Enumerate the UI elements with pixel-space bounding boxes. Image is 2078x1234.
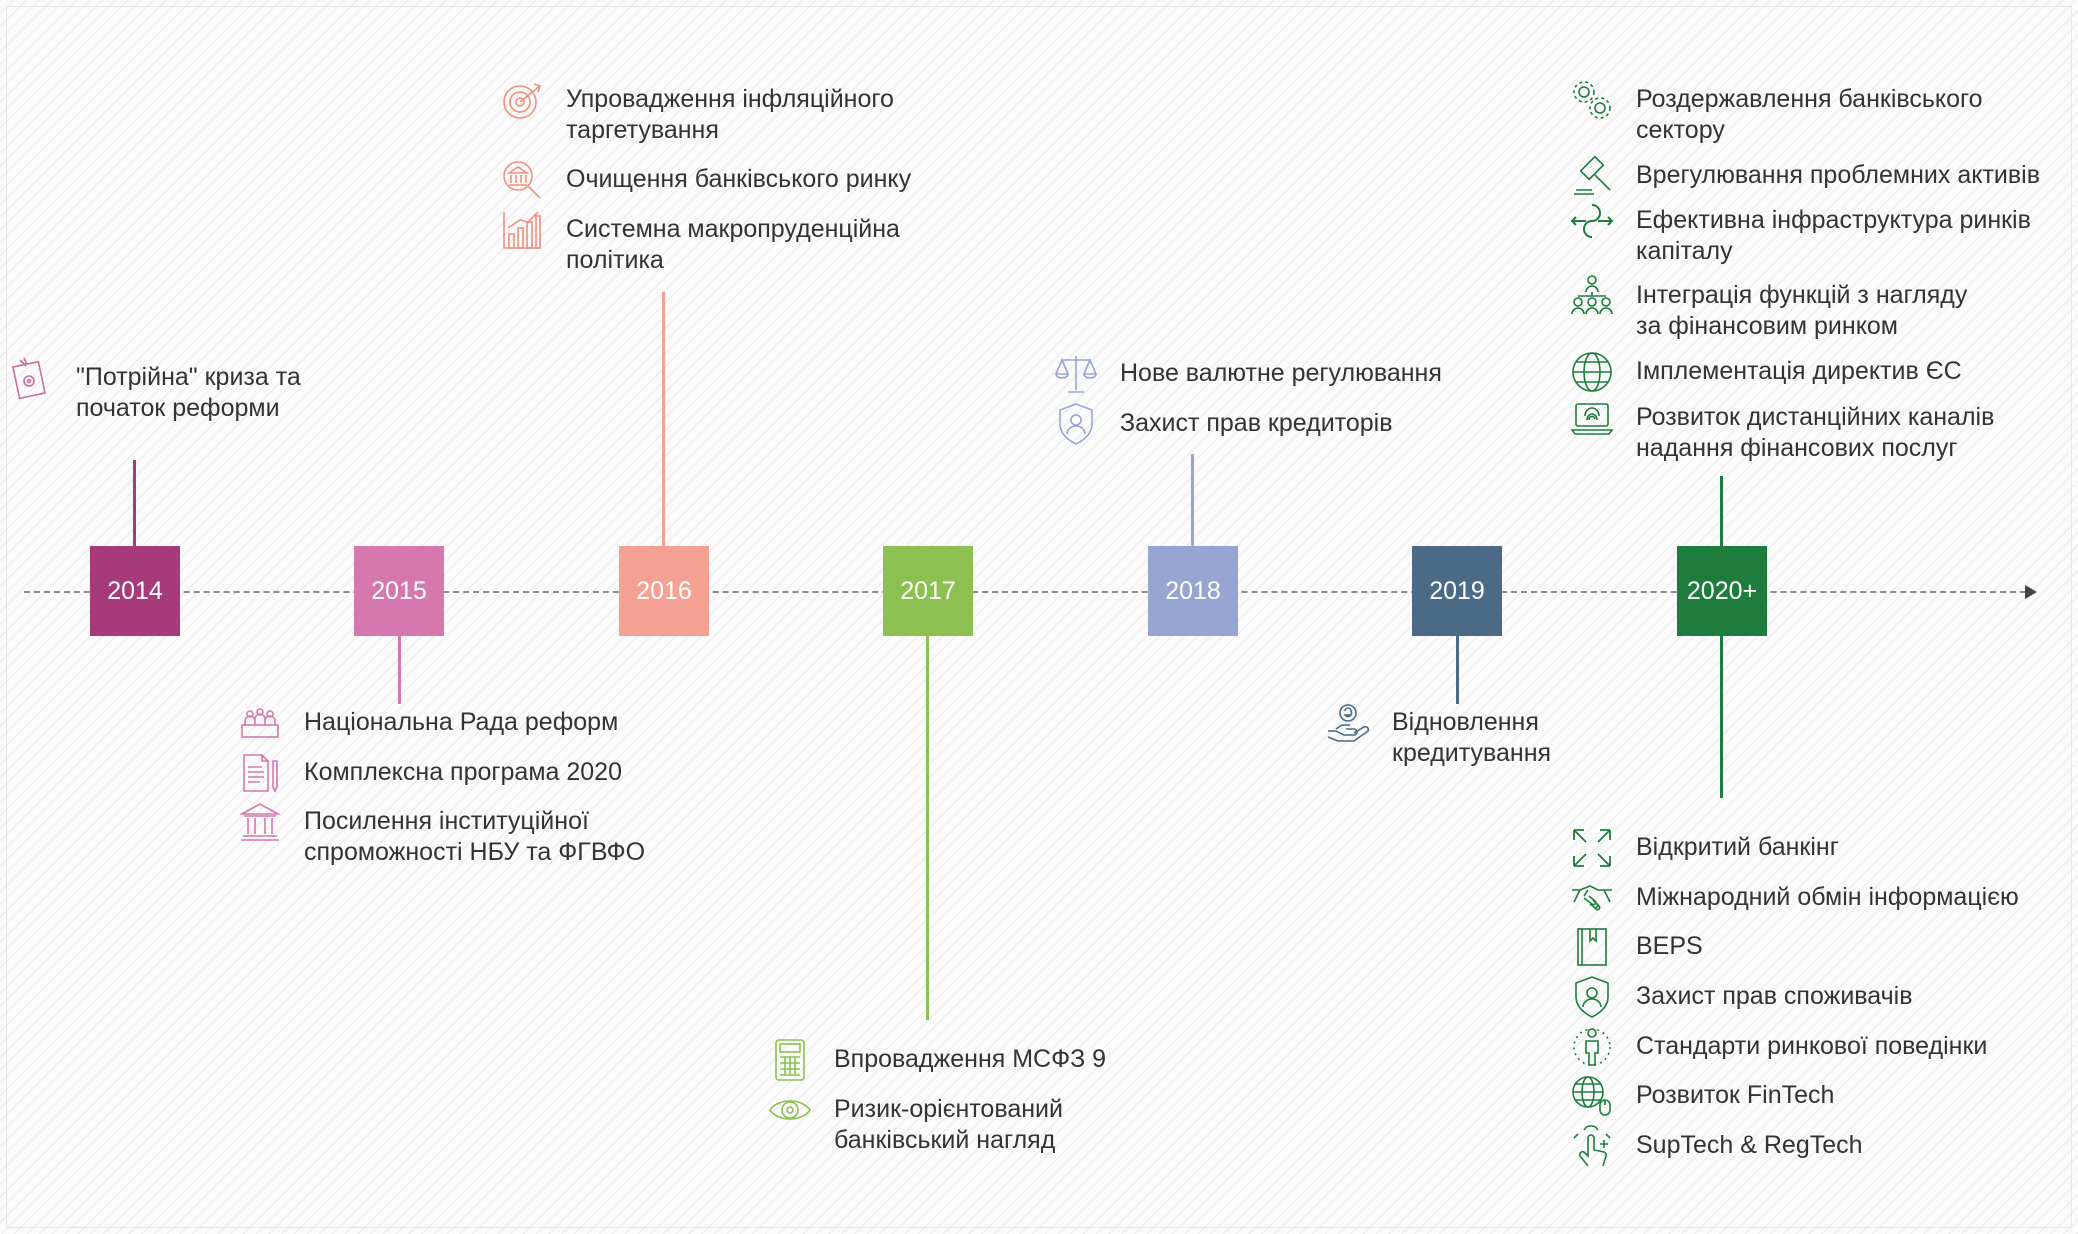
- shield-person-icon: [1054, 402, 1098, 446]
- milestone-2020-fintech: Розвиток FinTech: [1570, 1076, 1835, 1118]
- milestone-label: Відкритий банкінг: [1636, 833, 1839, 861]
- milestone-2016-macroprudential: Системна макропруденційна політика: [500, 211, 900, 276]
- calculator-icon: [768, 1038, 812, 1082]
- bar-chart-icon: [500, 208, 544, 252]
- milestone-label: Імплементація директив ЄС: [1636, 357, 1962, 385]
- year-box-2018: 2018: [1148, 546, 1238, 636]
- timeline-axis: [24, 591, 2026, 593]
- milestone-label: Стандарти ринкової поведінки: [1636, 1032, 1988, 1060]
- globe-icon: [1570, 350, 1614, 394]
- year-box-2020: 2020+: [1677, 546, 1767, 636]
- bank-search-icon: [500, 158, 544, 202]
- milestone-2020-suptech: SupTech & RegTech: [1570, 1125, 1863, 1168]
- milestone-2014-crisis: "Потрійна" криза та початок реформи: [10, 357, 301, 424]
- milestone-2016-cleanup: Очищення банківського ринку: [500, 161, 912, 202]
- stem-2020-bottom: [1720, 634, 1723, 798]
- timeline-arrow-icon: [2025, 585, 2037, 599]
- handshake-icon: [1570, 876, 1614, 920]
- diagram-frame: [6, 6, 2072, 1228]
- milestone-2020-eu-directives: Імплементація директив ЄС: [1570, 352, 1962, 394]
- stem-2017: [926, 634, 929, 1020]
- milestone-2020-beps: BEPS: [1570, 928, 1703, 969]
- stem-2014: [133, 460, 136, 548]
- crisis-document-icon: [10, 356, 54, 400]
- laptop-fingerprint-icon: [1570, 396, 1614, 440]
- gavel-icon: [1570, 154, 1614, 198]
- scales-icon: [1054, 352, 1098, 396]
- milestone-2015-program: Комплексна програма 2020: [238, 754, 622, 795]
- milestone-label: Відновлення кредитування: [1392, 708, 1552, 767]
- stem-2019: [1456, 634, 1459, 704]
- eye-icon: [768, 1088, 812, 1132]
- milestone-label: "Потрійна" криза та початок реформи: [76, 363, 301, 422]
- milestone-label: Ризик-орієнтований банківський нагляд: [834, 1095, 1063, 1154]
- milestone-label: Посилення інституційної спроможності НБУ…: [304, 807, 646, 866]
- milestone-2020-privatization: Роздержавлення банківського сектору: [1570, 81, 1983, 146]
- milestone-label: Упровадження інфляційного таргетування: [566, 85, 894, 144]
- stem-2015: [398, 634, 401, 704]
- milestone-label: Комплексна програма 2020: [304, 758, 622, 786]
- milestone-label: Міжнародний обмін інформацією: [1636, 883, 2019, 911]
- milestone-2018-currency: Нове валютне регулювання: [1054, 356, 1442, 396]
- stem-2018: [1191, 454, 1194, 548]
- milestone-label: Інтеграція функцій з нагляду за фінансов…: [1636, 281, 1968, 340]
- milestone-label: Впровадження МСФЗ 9: [834, 1045, 1107, 1073]
- milestone-label: Роздержавлення банківського сектору: [1636, 85, 1983, 144]
- hand-coin-icon: [1326, 701, 1370, 745]
- milestone-2019-lending: Відновлення кредитування: [1326, 704, 1552, 769]
- shield-person-icon: [1570, 975, 1614, 1019]
- year-box-2016: 2016: [619, 546, 709, 636]
- milestone-label: Очищення банківського ринку: [566, 165, 912, 193]
- milestone-label: Нове валютне регулювання: [1120, 359, 1442, 387]
- year-box-2019: 2019: [1412, 546, 1502, 636]
- stem-2020-top: [1720, 476, 1723, 548]
- milestone-2020-consumer-protection: Захист прав споживачів: [1570, 976, 1913, 1019]
- milestone-label: Системна макропруденційна політика: [566, 215, 900, 274]
- milestone-2017-supervision: Ризик-орієнтований банківський нагляд: [768, 1094, 1063, 1156]
- year-box-2015: 2015: [354, 546, 444, 636]
- milestone-label: Розвиток дистанційних каналів надання фі…: [1636, 403, 1995, 462]
- milestone-2020-infrastructure: Ефективна інфраструктура ринків капіталу: [1570, 204, 2031, 267]
- milestone-2018-creditors: Захист прав кредиторів: [1054, 403, 1393, 446]
- milestone-2020-problem-assets: Врегулювання проблемних активів: [1570, 155, 2040, 198]
- program-document-icon: [238, 751, 282, 795]
- council-icon: [238, 701, 282, 745]
- milestone-label: Захист прав кредиторів: [1120, 409, 1393, 437]
- milestone-label: Врегулювання проблемних активів: [1636, 161, 2040, 189]
- milestone-2015-council: Національна Рада реформ: [238, 707, 618, 745]
- milestone-label: BEPS: [1636, 932, 1703, 960]
- milestone-2015-institution: Посилення інституційної спроможності НБУ…: [238, 803, 646, 868]
- milestone-label: Розвиток FinTech: [1636, 1081, 1835, 1109]
- target-icon: [500, 78, 544, 122]
- milestone-label: SupTech & RegTech: [1636, 1131, 1863, 1159]
- milestone-2016-targeting: Упровадження інфляційного таргетування: [500, 83, 894, 146]
- milestone-2020-integration: Інтеграція функцій з нагляду за фінансов…: [1570, 275, 1968, 342]
- touch-gesture-icon: [1570, 1124, 1614, 1168]
- book-icon: [1570, 925, 1614, 969]
- milestone-label: Ефективна інфраструктура ринків капіталу: [1636, 206, 2031, 265]
- milestone-2020-open-banking: Відкритий банкінг: [1570, 829, 1839, 870]
- milestone-2017-ifrs9: Впровадження МСФЗ 9: [768, 1039, 1107, 1082]
- gears-icon: [1570, 78, 1614, 122]
- milestone-label: Захист прав споживачів: [1636, 982, 1913, 1010]
- milestone-2020-market-conduct: Стандарти ринкової поведінки: [1570, 1028, 1988, 1069]
- institution-building-icon: [238, 800, 282, 844]
- year-box-2014: 2014: [90, 546, 180, 636]
- year-box-2017: 2017: [883, 546, 973, 636]
- person-standards-icon: [1570, 1025, 1614, 1069]
- milestone-2020-remote-channels: Розвиток дистанційних каналів надання фі…: [1570, 402, 1994, 464]
- milestone-label: Національна Рада реформ: [304, 708, 619, 736]
- stem-2016: [662, 292, 665, 548]
- arrows-exchange-icon: [1570, 199, 1614, 243]
- expand-arrows-icon: [1570, 826, 1614, 870]
- globe-mouse-icon: [1570, 1074, 1614, 1118]
- people-network-icon: [1570, 274, 1614, 318]
- milestone-2020-info-exchange: Міжнародний обмін інформацією: [1570, 882, 2019, 920]
